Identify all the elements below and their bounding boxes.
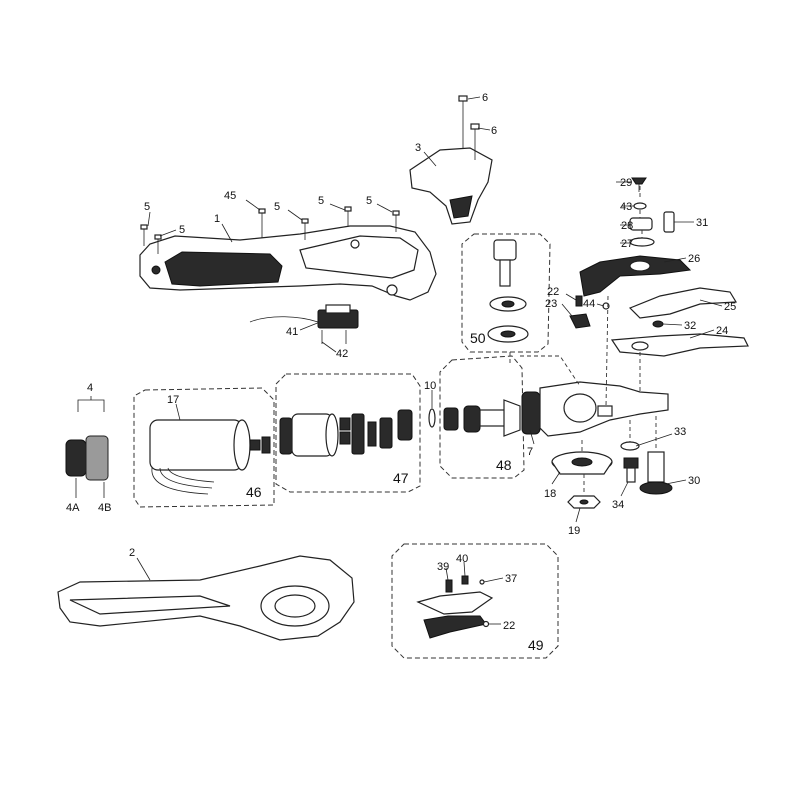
label-part-5-b: 5 bbox=[179, 224, 185, 236]
label-group-48: 48 bbox=[496, 457, 512, 473]
gear-head-part-7 bbox=[521, 381, 669, 437]
nut-part-19 bbox=[567, 495, 601, 509]
connector-part-4 bbox=[65, 396, 109, 498]
label-part-5-e: 5 bbox=[366, 195, 372, 207]
upper-housing-part-1 bbox=[139, 225, 437, 301]
group-49-trigger bbox=[391, 543, 559, 659]
label-part-10: 10 bbox=[424, 380, 436, 392]
label-part-42: 42 bbox=[336, 348, 348, 360]
assembly-lines bbox=[509, 186, 657, 494]
label-part-31: 31 bbox=[696, 217, 708, 229]
label-part-30: 30 bbox=[688, 475, 700, 487]
label-part-4a: 4A bbox=[66, 502, 80, 514]
group-48-shaft bbox=[439, 355, 525, 479]
label-part-29: 29 bbox=[620, 177, 632, 189]
part-labels: 1 2 3 4 4A 4B 5 5 5 5 5 6 6 7 10 17 18 1… bbox=[66, 92, 736, 632]
label-part-19: 19 bbox=[568, 525, 580, 537]
label-part-41: 41 bbox=[286, 326, 298, 338]
group-47-gearbox bbox=[275, 373, 421, 493]
label-part-4b: 4B bbox=[98, 502, 111, 514]
label-part-43: 43 bbox=[620, 201, 632, 213]
label-part-40: 40 bbox=[456, 553, 468, 565]
label-group-49: 49 bbox=[528, 637, 544, 653]
label-part-28: 28 bbox=[621, 220, 633, 232]
blade-assembly bbox=[569, 177, 749, 357]
label-part-27: 27 bbox=[621, 238, 633, 250]
label-part-5-a: 5 bbox=[144, 201, 150, 213]
label-part-26: 26 bbox=[688, 253, 700, 265]
label-part-22-b: 22 bbox=[503, 620, 515, 632]
label-part-6-b: 6 bbox=[491, 125, 497, 137]
leader-lines bbox=[136, 96, 723, 625]
label-part-5-c: 5 bbox=[274, 201, 280, 213]
lower-housing-part-2 bbox=[57, 555, 355, 641]
label-part-22-a: 22 bbox=[547, 286, 559, 298]
label-part-18: 18 bbox=[544, 488, 556, 500]
label-group-46: 46 bbox=[246, 484, 262, 500]
label-part-45: 45 bbox=[224, 190, 236, 202]
label-part-44: 44 bbox=[583, 298, 595, 310]
label-part-17: 17 bbox=[167, 394, 179, 406]
bolt-part-34 bbox=[623, 457, 639, 483]
label-part-7: 7 bbox=[527, 446, 533, 458]
label-part-2: 2 bbox=[129, 547, 135, 559]
label-part-37: 37 bbox=[505, 573, 517, 585]
label-part-25: 25 bbox=[724, 301, 736, 313]
label-part-34: 34 bbox=[612, 499, 624, 511]
washer-part-10 bbox=[428, 408, 436, 428]
label-part-32: 32 bbox=[684, 320, 696, 332]
screws-part-5 bbox=[140, 206, 400, 254]
label-group-47: 47 bbox=[393, 470, 409, 486]
pivot-part-30 bbox=[639, 451, 673, 495]
group-50-pinion bbox=[461, 233, 551, 353]
group-46-motor bbox=[133, 387, 275, 508]
cover-part-3 bbox=[409, 95, 493, 225]
label-part-4: 4 bbox=[87, 382, 93, 394]
label-part-5-d: 5 bbox=[318, 195, 324, 207]
label-part-23: 23 bbox=[545, 298, 557, 310]
label-part-6-a: 6 bbox=[482, 92, 488, 104]
group-labels: 46 47 48 49 50 bbox=[246, 330, 544, 653]
switch-part-41 bbox=[249, 304, 359, 344]
label-part-24: 24 bbox=[716, 325, 728, 337]
label-group-50: 50 bbox=[470, 330, 486, 346]
label-part-39: 39 bbox=[437, 561, 449, 573]
label-part-33: 33 bbox=[674, 426, 686, 438]
bevel-gear-part-18 bbox=[551, 451, 613, 475]
label-part-3: 3 bbox=[415, 142, 421, 154]
label-part-1: 1 bbox=[214, 213, 220, 225]
